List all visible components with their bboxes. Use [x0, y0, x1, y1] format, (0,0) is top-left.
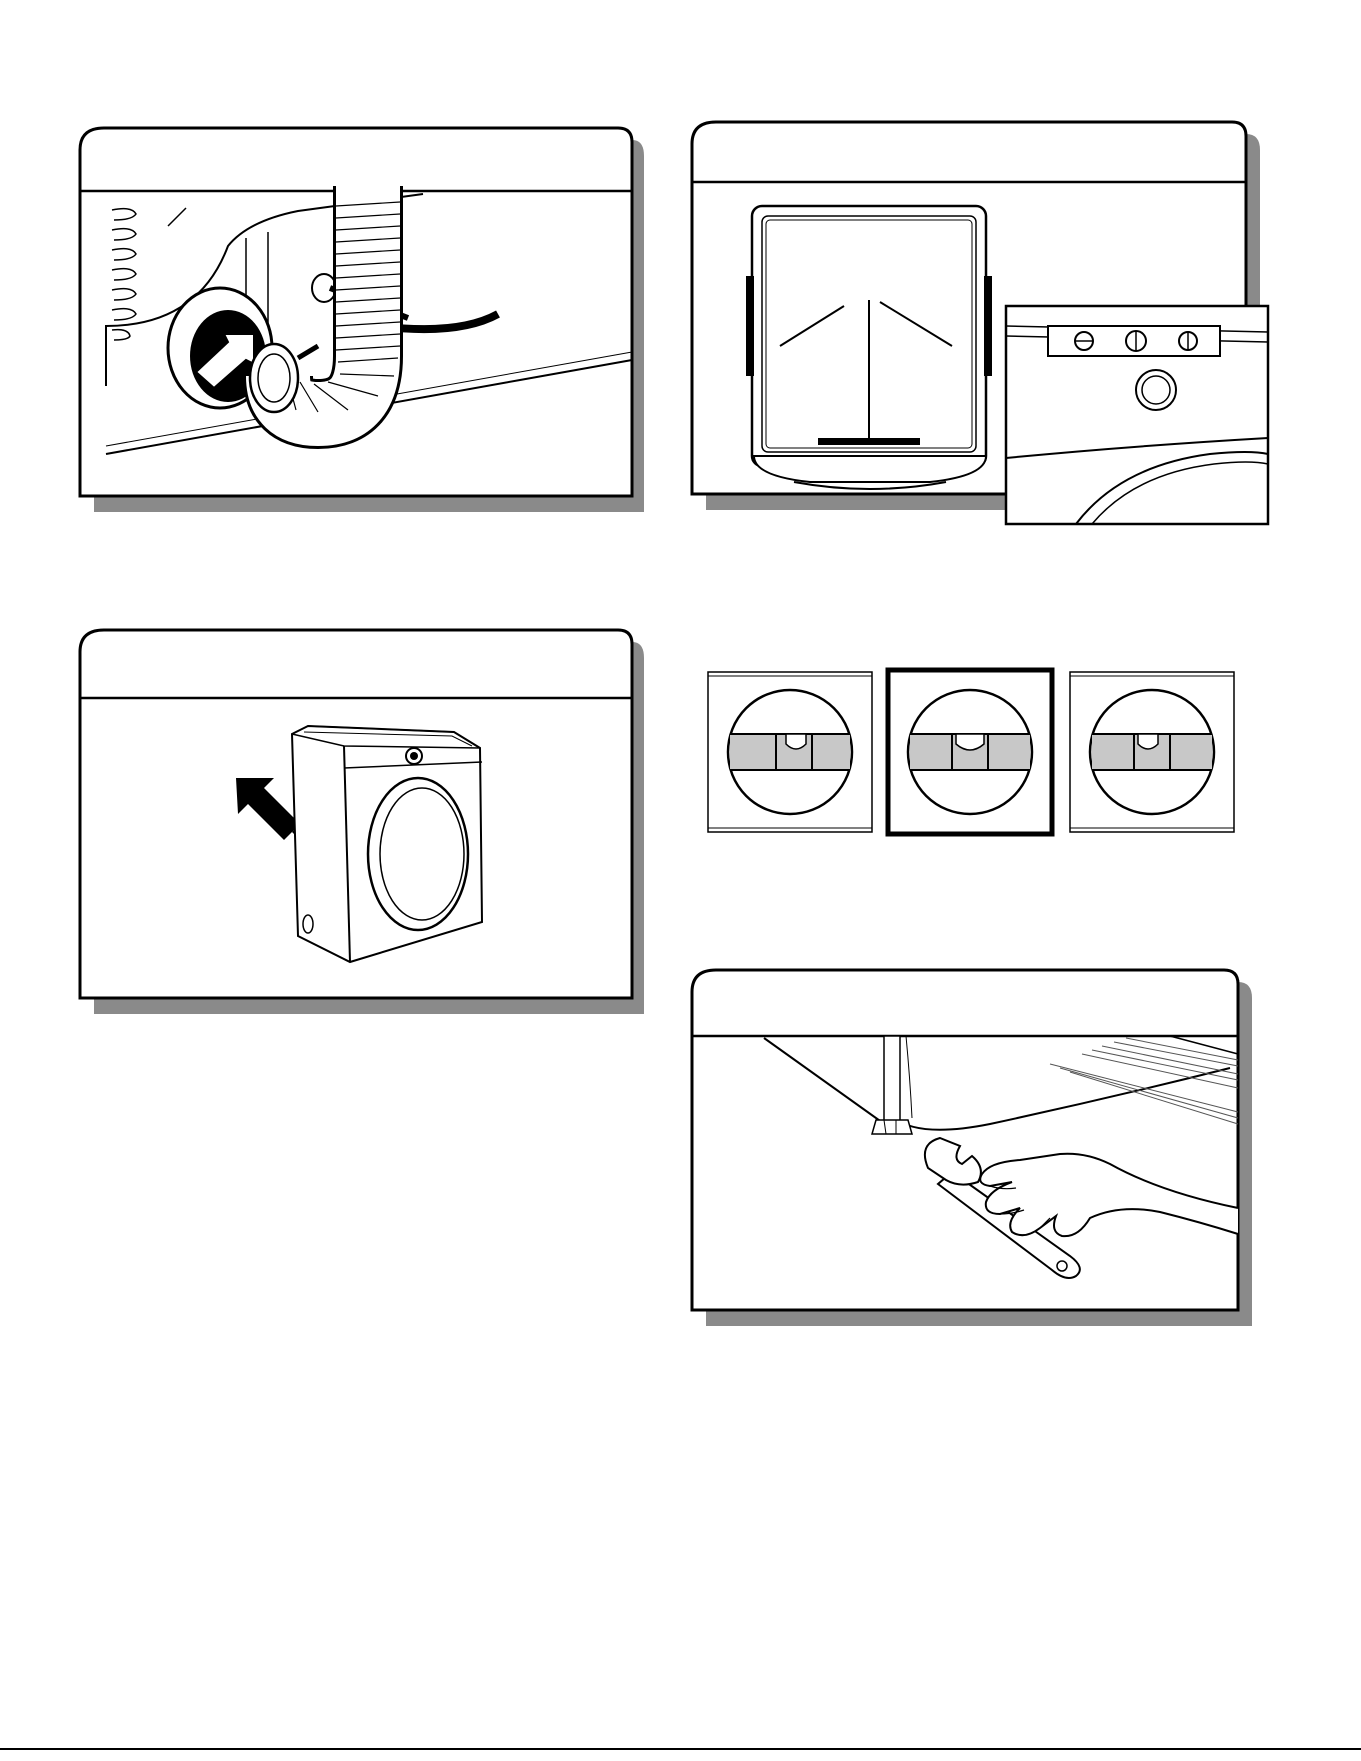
page-footer [0, 1748, 1361, 1761]
figure-set-level-on-top [690, 120, 1286, 530]
bubble-center-level [888, 670, 1052, 834]
level-on-dryer-top-illustration [690, 120, 1286, 530]
figure-adjust-leveling-legs [690, 968, 1286, 1332]
figure-connect-vent-duct [78, 126, 644, 512]
bubble-right-off-level [1070, 672, 1234, 832]
wrench-leveling-leg-illustration [690, 968, 1286, 1332]
footer-rule [0, 1748, 1361, 1751]
figure-level-bubble-positions [706, 668, 1240, 840]
dryer-push-arrow-illustration [78, 628, 644, 1014]
level-bubble-indicators [706, 668, 1240, 840]
bubble-left-off-level [708, 672, 872, 832]
figure-slide-dryer-into-place [78, 628, 644, 1014]
vent-duct-connection-illustration [78, 126, 644, 512]
